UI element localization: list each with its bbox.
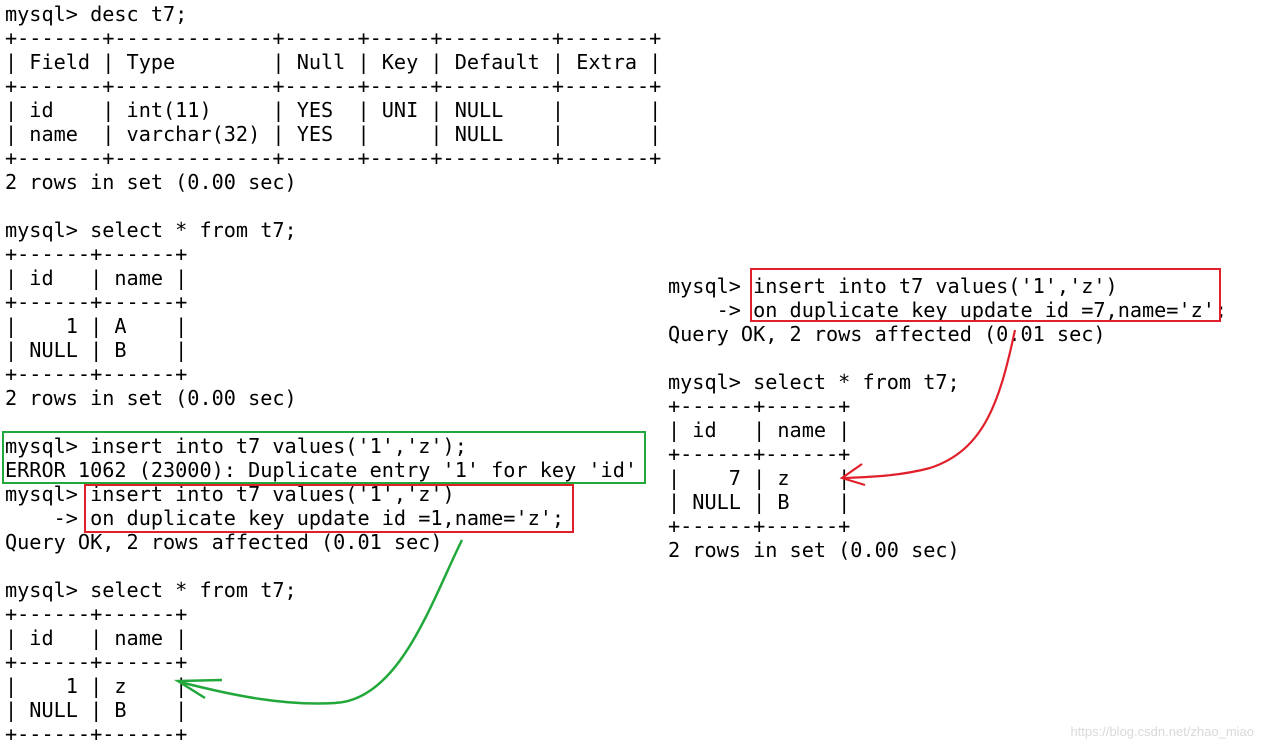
console-line: | NULL | B | — [5, 698, 188, 722]
console-right-line: mysql> select * from t7; — [668, 370, 960, 394]
watermark-text: https://blog.csdn.net/zhao_miao — [1070, 724, 1254, 739]
console-right-line: -> on duplicate key update id =7,name='z… — [668, 298, 1228, 322]
console-line: 2 rows in set (0.00 sec) — [5, 170, 297, 194]
console-line: ERROR 1062 (23000): Duplicate entry '1' … — [5, 458, 638, 482]
console-line: | Field | Type | Null | Key | Default | … — [5, 50, 662, 74]
console-line: mysql> desc t7; — [5, 2, 188, 26]
console-line: mysql> select * from t7; — [5, 218, 297, 242]
error-highlight-box — [2, 431, 646, 484]
console-line: 2 rows in set (0.00 sec) — [5, 386, 297, 410]
console-line: mysql> select * from t7; — [5, 578, 297, 602]
console-line: | NULL | B | — [5, 338, 188, 362]
console-line: +-------+-------------+------+-----+----… — [5, 146, 662, 170]
console-line: +------+------+ — [5, 290, 188, 314]
console-line: +------+------+ — [5, 242, 188, 266]
console-line: mysql> insert into t7 values('1','z'); — [5, 434, 467, 458]
console-line: mysql> insert into t7 values('1','z') — [5, 482, 455, 506]
console-right-line: mysql> insert into t7 values('1','z') — [668, 274, 1118, 298]
console-line: +------+------+ — [5, 362, 188, 386]
console-line: | 1 | A | — [5, 314, 188, 338]
console-line: +------+------+ — [5, 650, 188, 674]
console-line: | id | name | — [5, 266, 188, 290]
console-line: +-------+-------------+------+-----+----… — [5, 74, 662, 98]
update-id-7-highlight-box — [750, 268, 1221, 322]
console-line: +-------+-------------+------+-----+----… — [5, 26, 662, 50]
console-line: +------+------+ — [5, 722, 188, 746]
console-right-line: +------+------+ — [668, 394, 851, 418]
console-line: Query OK, 2 rows affected (0.01 sec) — [5, 530, 443, 554]
console-line: | id | int(11) | YES | UNI | NULL | | — [5, 98, 662, 122]
update-id-1-highlight-box — [84, 484, 574, 533]
console-line: -> on duplicate key update id =1,name='z… — [5, 506, 565, 530]
console-line: | name | varchar(32) | YES | | NULL | | — [5, 122, 662, 146]
console-right-line: 2 rows in set (0.00 sec) — [668, 538, 960, 562]
console-right-line: | NULL | B | — [668, 490, 851, 514]
console-line: | id | name | — [5, 626, 188, 650]
console-right-line: +------+------+ — [668, 442, 851, 466]
green-arrow-annotation — [173, 539, 464, 705]
console-line: +------+------+ — [5, 602, 188, 626]
console-right-line: | id | name | — [668, 418, 851, 442]
red-arrow-annotation — [839, 329, 1017, 487]
console-right-line: +------+------+ — [668, 514, 851, 538]
console-right-line: | 7 | z | — [668, 466, 851, 490]
